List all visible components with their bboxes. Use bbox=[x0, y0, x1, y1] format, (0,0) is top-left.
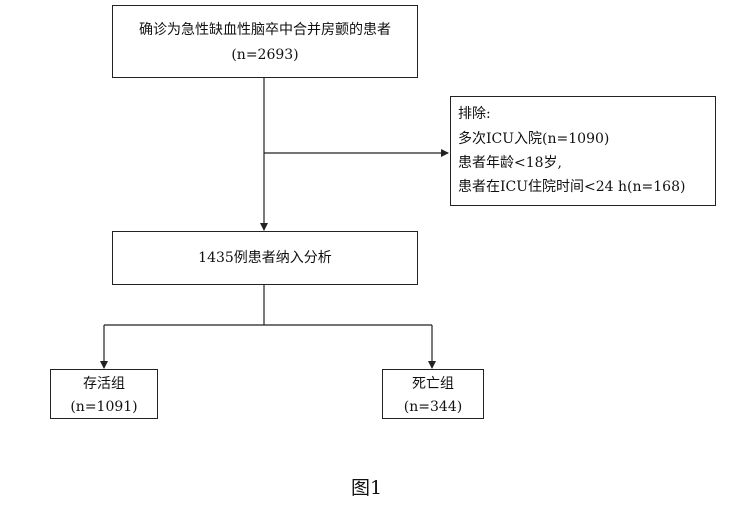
total-patients-count: (n=2693) bbox=[231, 47, 299, 63]
figure-caption: 图1 bbox=[350, 477, 383, 499]
exclusion-title: 排除: bbox=[458, 106, 491, 122]
exclusion-item: 患者年龄<18岁, bbox=[458, 155, 562, 171]
exclusion-box: 排除: 多次ICU入院(n=1090) 患者年龄<18岁, 患者在ICU住院时间… bbox=[450, 96, 716, 206]
survival-group-box: 存活组 (n=1091) bbox=[50, 369, 158, 419]
death-group-label: 死亡组 bbox=[412, 376, 454, 392]
exclusion-item: 患者在ICU住院时间<24 h(n=168) bbox=[458, 179, 686, 195]
total-patients-box: 确诊为急性缺血性脑卒中合并房颤的患者 (n=2693) bbox=[112, 5, 418, 78]
death-group-count: (n=344) bbox=[403, 399, 463, 415]
included-patients-label: 1435例患者纳入分析 bbox=[198, 250, 332, 266]
total-patients-title: 确诊为急性缺血性脑卒中合并房颤的患者 bbox=[139, 22, 391, 38]
survival-group-label: 存活组 bbox=[83, 376, 125, 392]
included-patients-box: 1435例患者纳入分析 bbox=[112, 231, 418, 285]
exclusion-item: 多次ICU入院(n=1090) bbox=[458, 131, 610, 147]
survival-group-count: (n=1091) bbox=[70, 399, 138, 415]
death-group-box: 死亡组 (n=344) bbox=[382, 369, 484, 419]
